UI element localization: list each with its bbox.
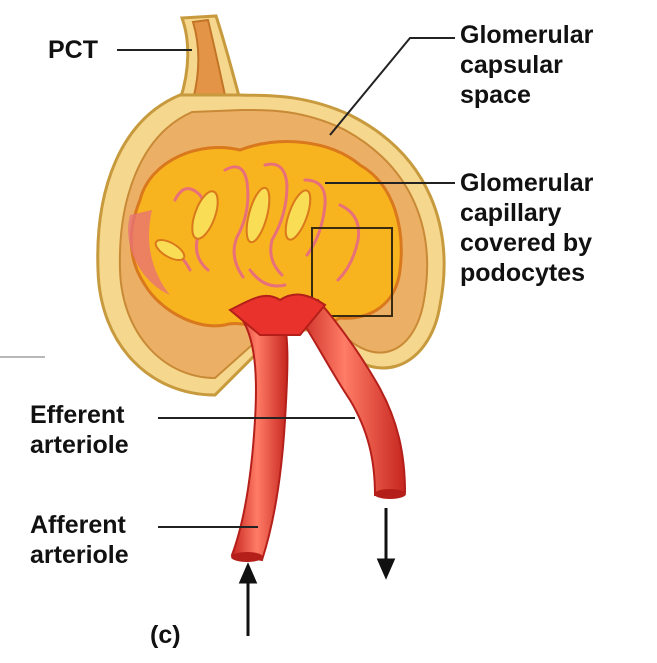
afferent-arteriole-opening [231,552,263,562]
up-arrow [241,566,255,636]
capillary-label-line-4: podocytes [460,258,593,288]
pct-label: PCT [48,35,98,65]
down-arrow [379,508,393,576]
efferent-arteriole-opening [374,489,406,499]
capillary-label-line-3: covered by [460,228,593,258]
afferent-label-line-2: arteriole [30,540,129,570]
pct-label-text: PCT [48,35,98,65]
capsular-space-label: Glomerular capsular space [460,20,593,110]
afferent-label-line-1: Afferent [30,510,129,540]
capsular-space-label-line-2: capsular [460,50,593,80]
capillary-label-line-1: Glomerular [460,168,593,198]
capillary-label-line-2: capillary [460,198,593,228]
afferent-label: Afferent arteriole [30,510,129,570]
panel-label-text: (c) [150,620,181,650]
efferent-label-line-2: arteriole [30,430,129,460]
capsular-space-label-line-1: Glomerular [460,20,593,50]
panel-label: (c) [150,620,181,650]
efferent-label: Efferent arteriole [30,400,129,460]
efferent-label-line-1: Efferent [30,400,129,430]
capsular-space-label-line-3: space [460,80,593,110]
capillary-label: Glomerular capillary covered by podocyte… [460,168,593,288]
